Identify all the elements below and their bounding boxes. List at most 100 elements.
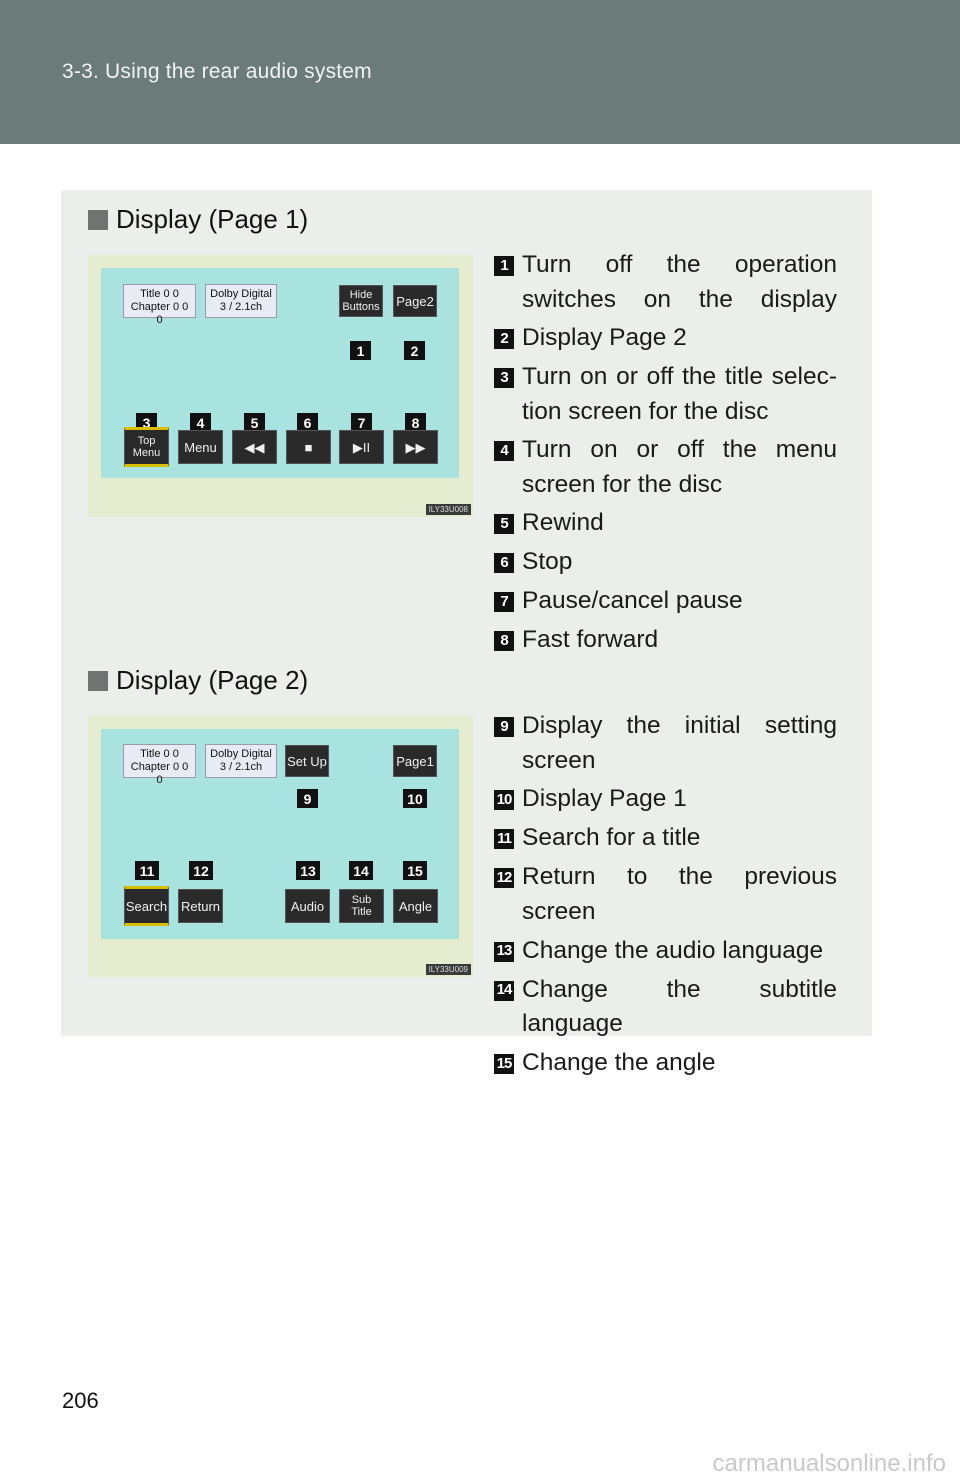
square-bullet-icon [88, 209, 108, 230]
list-item: 5 Rewind [494, 506, 837, 541]
item-number: 10 [494, 790, 514, 810]
list-item: 6 Stop [494, 545, 837, 580]
callout-marker-14: 14 [349, 861, 373, 880]
callout-marker-7: 7 [351, 413, 372, 432]
set-up-button[interactable]: Set Up [285, 745, 329, 777]
item-number: 11 [494, 829, 514, 849]
item-number: 14 [494, 980, 514, 1001]
item-text: Rewind [522, 509, 604, 536]
figure-display-page1: Title 0 0 Chapter 0 0 0 Dolby Digital 3 … [88, 255, 473, 517]
dolby-info: Dolby Digital 3 / 2.1ch [205, 284, 277, 318]
top-menu-button[interactable]: Top Menu [124, 427, 169, 467]
play-pause-icon: ▶II [352, 439, 371, 455]
item-number: 15 [494, 1054, 514, 1074]
section-heading-page2: Display (Page 2) [88, 665, 308, 696]
item-text: Change the audio language [522, 936, 824, 964]
fast-forward-icon: ▶▶ [405, 439, 426, 455]
site-watermark: carmanualsonline.info [712, 1450, 946, 1477]
item-number: 2 [494, 329, 514, 349]
section-breadcrumb: 3-3. Using the rear audio system [62, 60, 372, 83]
item-number: 5 [494, 514, 514, 534]
list-item: 10 Display Page 1 [494, 782, 837, 817]
subtitle-label-line2: Title [351, 906, 372, 918]
section-heading-page1: Display (Page 1) [88, 204, 308, 235]
subtitle-button[interactable]: Sub Title [339, 889, 384, 923]
rewind-button[interactable]: ◀◀ [232, 430, 277, 464]
callout-marker-13: 13 [296, 861, 320, 880]
item-text: Search for a title [522, 824, 701, 851]
callout-marker-15: 15 [403, 861, 427, 880]
callout-marker-6: 6 [297, 413, 318, 432]
return-button[interactable]: Return [178, 889, 223, 923]
title-info-line: Title 0 0 [140, 748, 179, 760]
section-heading-text: Display (Page 1) [116, 204, 309, 234]
item-text: Pause/cancel pause [522, 587, 743, 614]
dolby-info: Dolby Digital 3 / 2.1ch [205, 744, 277, 778]
top-menu-label-line2: Menu [132, 447, 161, 459]
callout-marker-2: 2 [404, 341, 425, 360]
item-text: Change the subtitle language [522, 975, 837, 1038]
angle-button[interactable]: Angle [393, 889, 438, 923]
item-text: Change the angle [522, 1049, 716, 1076]
title-chapter-info: Title 0 0 Chapter 0 0 0 [123, 744, 196, 786]
item-number: 9 [494, 717, 514, 737]
item-number: 7 [494, 592, 514, 612]
rewind-icon: ◀◀ [244, 439, 265, 455]
audio-button[interactable]: Audio [285, 889, 330, 923]
list-item: 7 Pause/cancel pause [494, 584, 837, 619]
item-text: Fast forward [522, 626, 659, 653]
item-text: Display Page 1 [522, 785, 687, 812]
top-menu-label-line1: Top [137, 435, 156, 447]
page-header: 3-3. Using the rear audio system [0, 0, 960, 144]
screen-page2: Title 0 0 Chapter 0 0 0 Dolby Digital 3 … [101, 729, 459, 939]
hide-buttons-button[interactable]: Hide Buttons [339, 285, 383, 317]
square-bullet-icon [88, 670, 108, 691]
list-item: 3 Turn on or off the title selec- tion sc… [494, 360, 837, 429]
pause-button[interactable]: ▶II [339, 430, 384, 464]
item-number: 1 [494, 256, 514, 276]
list-item: 4 Turn on or off the menu screen for the … [494, 433, 837, 502]
item-number: 6 [494, 553, 514, 573]
menu-button[interactable]: Menu [178, 430, 223, 464]
item-number: 13 [494, 941, 514, 962]
fast-forward-button[interactable]: ▶▶ [393, 430, 438, 464]
list-item: 15 Change the angle [494, 1046, 837, 1081]
stop-icon: ■ [304, 439, 313, 455]
page1-button[interactable]: Page1 [393, 745, 437, 777]
figure-display-page2: Title 0 0 Chapter 0 0 0 Dolby Digital 3 … [88, 716, 473, 977]
item-text: Turn on or off the menu screen for the d… [522, 436, 837, 498]
page2-button[interactable]: Page2 [393, 285, 437, 317]
stop-button[interactable]: ■ [286, 430, 331, 464]
item-text: Stop [522, 548, 573, 575]
title-info-line: Title 0 0 [140, 288, 179, 300]
callout-marker-4: 4 [190, 413, 211, 432]
callout-marker-8: 8 [405, 413, 426, 432]
section-heading-text: Display (Page 2) [116, 665, 309, 695]
hide-buttons-label-line2: Buttons [342, 301, 380, 313]
item-text: Turn on or off the title selec- tion scr… [522, 363, 837, 425]
search-button[interactable]: Search [124, 886, 169, 926]
page-number: 206 [62, 1388, 99, 1413]
channel-info-line: 3 / 2.1ch [219, 761, 263, 773]
hide-buttons-label-line1: Hide [349, 289, 373, 301]
item-number: 4 [494, 441, 514, 461]
dolby-info-line: Dolby Digital [210, 288, 272, 300]
callout-marker-1: 1 [350, 341, 371, 360]
channel-info-line: 3 / 2.1ch [219, 301, 263, 313]
item-text: Return to the previous screen [522, 863, 837, 925]
list-item: 11 Search for a title [494, 821, 837, 856]
chapter-info-line: Chapter 0 0 0 [130, 761, 189, 786]
item-number: 3 [494, 368, 514, 388]
list-item: 13 Change the audio language [494, 934, 837, 969]
chapter-info-line: Chapter 0 0 0 [130, 301, 189, 326]
screen-page1: Title 0 0 Chapter 0 0 0 Dolby Digital 3 … [101, 268, 459, 478]
title-chapter-info: Title 0 0 Chapter 0 0 0 [123, 284, 196, 326]
dolby-info-line: Dolby Digital [210, 748, 272, 760]
callout-marker-9: 9 [297, 789, 318, 808]
